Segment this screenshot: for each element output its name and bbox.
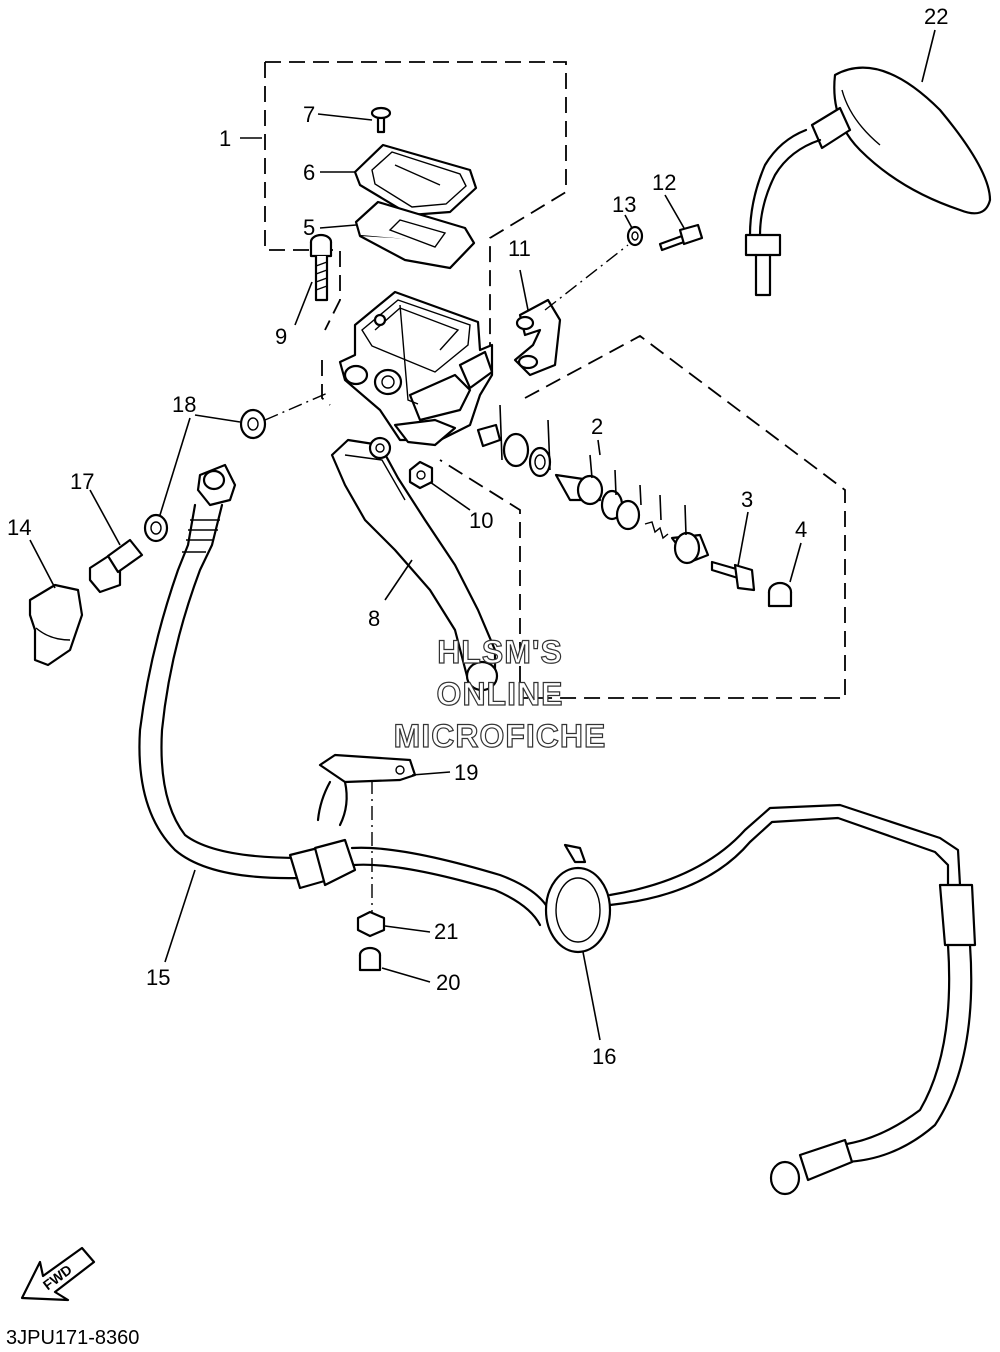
- part-3-bleeder: [710, 560, 756, 592]
- callout-12: 12: [652, 170, 676, 195]
- watermark-line-1: HLSM'S: [437, 634, 563, 670]
- callout-15: 15: [146, 965, 170, 990]
- part-18-washers: [143, 408, 267, 543]
- callout-16: 16: [592, 1044, 616, 1069]
- part-7-screw: [370, 106, 392, 134]
- part-16-clamp: [544, 843, 612, 954]
- callout-14: 14: [7, 515, 31, 540]
- master-cylinder-body: [338, 290, 494, 447]
- part-22-mirror: [744, 66, 992, 297]
- group-box-piston-kit: [439, 334, 846, 699]
- part-17-union-bolt: [88, 538, 144, 594]
- callout-13: 13: [612, 192, 636, 217]
- callout-4: 4: [795, 517, 807, 542]
- callout-18: 18: [172, 392, 196, 417]
- hose-right: [608, 803, 977, 1196]
- watermark: HLSM'S ONLINE MICROFICHE: [393, 633, 607, 754]
- callout-10: 10: [469, 508, 493, 533]
- part-14-boot: [28, 583, 84, 667]
- callout-6: 6: [303, 160, 315, 185]
- leader-lines: [29, 29, 936, 1041]
- part-11-clamp: [513, 298, 562, 377]
- part-9-bolt: [309, 233, 333, 302]
- callout-19: 19: [454, 760, 478, 785]
- group-box-reservoir-cap: [264, 61, 567, 345]
- callout-numbers: 1 2 3 4 5 6 7 8 9 10 11 12 13 14 15 16 1…: [7, 4, 948, 1069]
- part-20-bolt: [358, 946, 382, 972]
- callout-9: 9: [275, 324, 287, 349]
- watermark-line-2: ONLINE: [437, 676, 564, 712]
- part-19-bracket: [316, 753, 417, 827]
- part-10-nut: [408, 460, 434, 490]
- part-15-hose: [138, 463, 552, 927]
- dashed-connector: [321, 360, 331, 406]
- part-5-diaphragm: [354, 200, 476, 270]
- callout-8: 8: [368, 606, 380, 631]
- callout-1: 1: [219, 126, 231, 151]
- part-6-reservoir-cap: [353, 143, 478, 217]
- callout-7: 7: [303, 102, 315, 127]
- part-4-cap: [767, 581, 793, 608]
- callout-17: 17: [70, 469, 94, 494]
- callout-2: 2: [591, 414, 603, 439]
- callout-5: 5: [303, 215, 315, 240]
- callout-22: 22: [924, 4, 948, 29]
- part-2-piston-kit: [476, 404, 710, 565]
- fwd-arrow-icon: FWD: [20, 1246, 96, 1302]
- callout-3: 3: [741, 487, 753, 512]
- diagram-code: 3JPU171-8360: [6, 1327, 139, 1349]
- watermark-line-3: MICROFICHE: [394, 718, 607, 754]
- part-8-lever: [330, 436, 499, 692]
- part-21-nut: [356, 910, 386, 938]
- part-12-bolt: [658, 223, 704, 252]
- callout-11: 11: [508, 236, 531, 261]
- callout-21: 21: [434, 919, 458, 944]
- callout-20: 20: [436, 970, 460, 995]
- part-13-washer: [626, 225, 644, 247]
